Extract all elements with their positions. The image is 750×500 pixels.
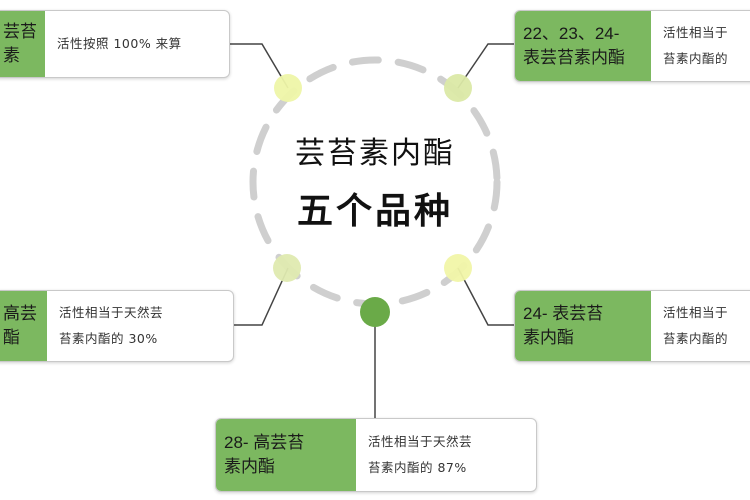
variant-label-3: 高芸 酯 bbox=[0, 291, 47, 361]
variant-desc-1: 活性按照 100% 来算 bbox=[57, 36, 182, 51]
variant-desc-5: 活性相当于天然芸 苔素内酯的 87% bbox=[368, 434, 473, 475]
variant-label-5: 28- 高芸苔 素内酯 bbox=[216, 419, 356, 491]
variant-label-1: 芸苔素 bbox=[0, 11, 45, 77]
center-title-line2: 五个品种 bbox=[296, 191, 453, 232]
variant-desc-2: 活性相当于 苔素内酯的 bbox=[663, 25, 729, 66]
variant-label-2: 22、23、24- 表芸苔素内酯 bbox=[515, 11, 651, 81]
center-title-line1: 芸苔素内酯 bbox=[295, 136, 455, 171]
variant-card-4: 24- 表芸苔 素内酯 活性相当于 苔素内酯的 bbox=[514, 290, 750, 362]
variant-card-2: 22、23、24- 表芸苔素内酯 活性相当于 苔素内酯的 bbox=[514, 10, 750, 82]
connector-top-right bbox=[457, 43, 515, 89]
variant-desc-4: 活性相当于 苔素内酯的 bbox=[663, 305, 729, 346]
variant-label-4: 24- 表芸苔 素内酯 bbox=[515, 291, 651, 361]
connector-top-left bbox=[228, 43, 289, 89]
dot-mid-right bbox=[444, 254, 472, 282]
dot-bottom bbox=[360, 297, 390, 327]
dot-top-right bbox=[444, 74, 472, 102]
variant-card-3: 高芸 酯 活性相当于天然芸 苔素内酯的 30% bbox=[0, 290, 234, 362]
dot-mid-left bbox=[273, 254, 301, 282]
connector-mid-left bbox=[232, 267, 289, 326]
variant-card-5: 28- 高芸苔 素内酯 活性相当于天然芸 苔素内酯的 87% bbox=[215, 418, 537, 492]
variant-desc-3: 活性相当于天然芸 苔素内酯的 30% bbox=[59, 305, 164, 346]
dot-top-left bbox=[274, 74, 302, 102]
connector-mid-right bbox=[457, 267, 515, 326]
variant-card-1: 芸苔素 活性按照 100% 来算 bbox=[0, 10, 230, 78]
